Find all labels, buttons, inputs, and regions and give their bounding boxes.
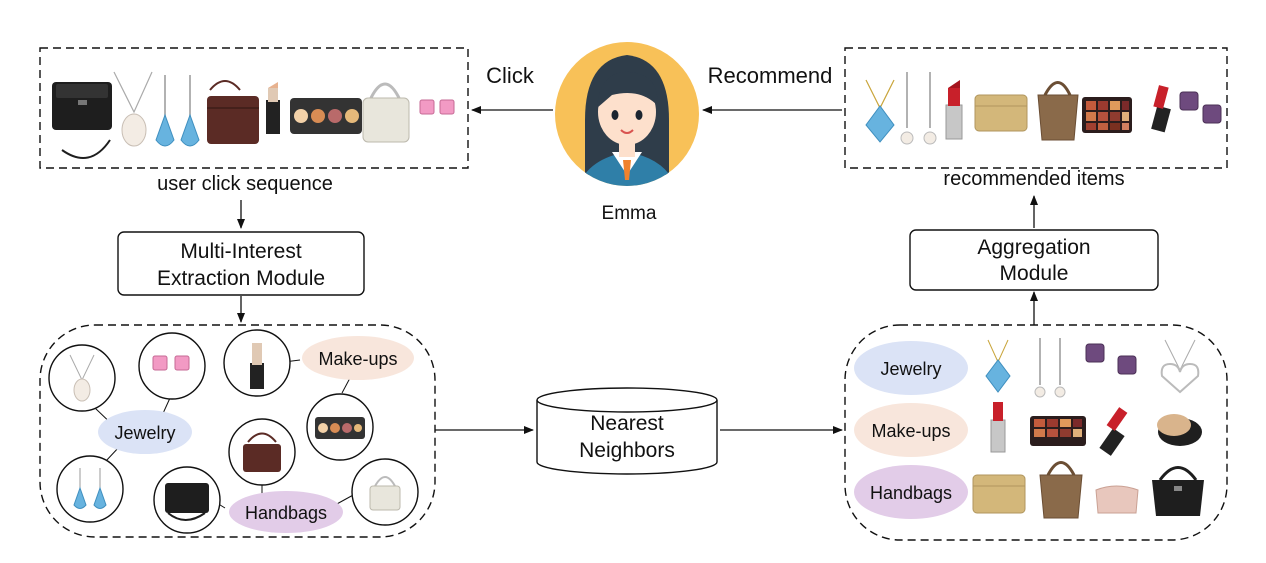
lipstick-icon bbox=[1151, 85, 1171, 133]
handbag-icon bbox=[1152, 466, 1204, 516]
lipstick-icon bbox=[990, 402, 1006, 453]
handbag-icon bbox=[351, 458, 419, 526]
interest-handbags-label: Handbags bbox=[245, 503, 327, 523]
lipstick-icon bbox=[1099, 407, 1128, 456]
click-label: Click bbox=[486, 63, 535, 88]
recommend-label: Recommend bbox=[708, 63, 833, 88]
eyeshadow-palette-icon bbox=[306, 393, 374, 461]
interest-makeups: Make-ups bbox=[854, 403, 968, 457]
earring-icon bbox=[1179, 91, 1222, 124]
candidate-handbags-label: Handbags bbox=[870, 483, 952, 503]
lipstick-icon bbox=[266, 82, 280, 134]
aggregation-module: Aggregation Module bbox=[909, 229, 1159, 291]
nearest-label-line2: Neighbors bbox=[579, 439, 675, 462]
pendant-icon bbox=[985, 339, 1011, 393]
user-click-sequence-label: user click sequence bbox=[157, 173, 333, 195]
handbag-icon bbox=[153, 466, 221, 534]
recommended-items-panel bbox=[844, 47, 1228, 169]
interest-makeups-label: Make-ups bbox=[318, 349, 397, 369]
compact-powder-icon bbox=[1157, 414, 1202, 446]
handbag-icon bbox=[52, 82, 112, 159]
aggregation-label-line1: Aggregation bbox=[977, 236, 1090, 259]
interest-jewelry-label: Jewelry bbox=[114, 423, 175, 443]
eyeshadow-palette-icon bbox=[1030, 416, 1086, 446]
nearest-label-line1: Nearest bbox=[590, 412, 664, 435]
multi-interest-label-line1: Multi-Interest bbox=[180, 240, 302, 263]
interest-jewelry: Jewelry bbox=[854, 341, 968, 395]
woman-avatar-icon bbox=[555, 42, 699, 186]
nearest-neighbors-database: Nearest Neighbors bbox=[536, 387, 718, 475]
interest-makeups: Make-ups bbox=[302, 336, 414, 380]
interest-clusters-panel: Jewelry Make-ups Handbags bbox=[39, 324, 436, 538]
pendant-icon bbox=[48, 344, 116, 412]
earring-icon bbox=[1085, 343, 1137, 375]
multi-interest-label-line2: Extraction Module bbox=[157, 267, 325, 290]
earring-icon bbox=[900, 72, 937, 145]
eyeshadow-palette-icon bbox=[1082, 97, 1132, 133]
interest-handbags: Handbags bbox=[854, 465, 968, 519]
earring-icon bbox=[419, 99, 455, 115]
handbag-icon bbox=[1039, 461, 1083, 519]
eyeshadow-palette-icon bbox=[290, 98, 362, 134]
earring-icon bbox=[155, 75, 200, 147]
candidate-jewelry-label: Jewelry bbox=[880, 359, 941, 379]
recommended-items-label: recommended items bbox=[943, 168, 1124, 190]
pendant-icon bbox=[113, 71, 153, 147]
lipstick-icon bbox=[945, 80, 963, 140]
handbag-icon bbox=[974, 94, 1028, 132]
interest-jewelry: Jewelry bbox=[98, 410, 192, 454]
retrieved-candidates-panel: Jewelry Make-ups Handbags bbox=[844, 324, 1228, 541]
handbag-icon bbox=[972, 474, 1026, 514]
handbag-icon bbox=[1037, 81, 1079, 141]
earring-icon bbox=[1034, 338, 1066, 398]
user-name-label: Emma bbox=[602, 203, 657, 224]
user-click-sequence-panel bbox=[39, 47, 469, 169]
handbag-icon bbox=[228, 418, 296, 486]
pendant-icon bbox=[865, 79, 895, 143]
lipstick-icon bbox=[223, 329, 291, 397]
aggregation-label-line2: Module bbox=[1000, 262, 1069, 285]
candidate-makeups-label: Make-ups bbox=[871, 421, 950, 441]
earring-icon bbox=[138, 332, 206, 400]
handbag-icon bbox=[207, 80, 259, 144]
handbag-icon bbox=[362, 82, 410, 143]
handbag-icon bbox=[1095, 485, 1139, 514]
multi-interest-extraction-module: Multi-Interest Extraction Module bbox=[117, 231, 365, 296]
connectors bbox=[237, 106, 1038, 434]
earring-icon bbox=[56, 455, 124, 523]
interest-handbags: Handbags bbox=[229, 491, 343, 533]
recommended-items-box bbox=[844, 47, 1228, 169]
pendant-icon bbox=[1160, 339, 1200, 394]
